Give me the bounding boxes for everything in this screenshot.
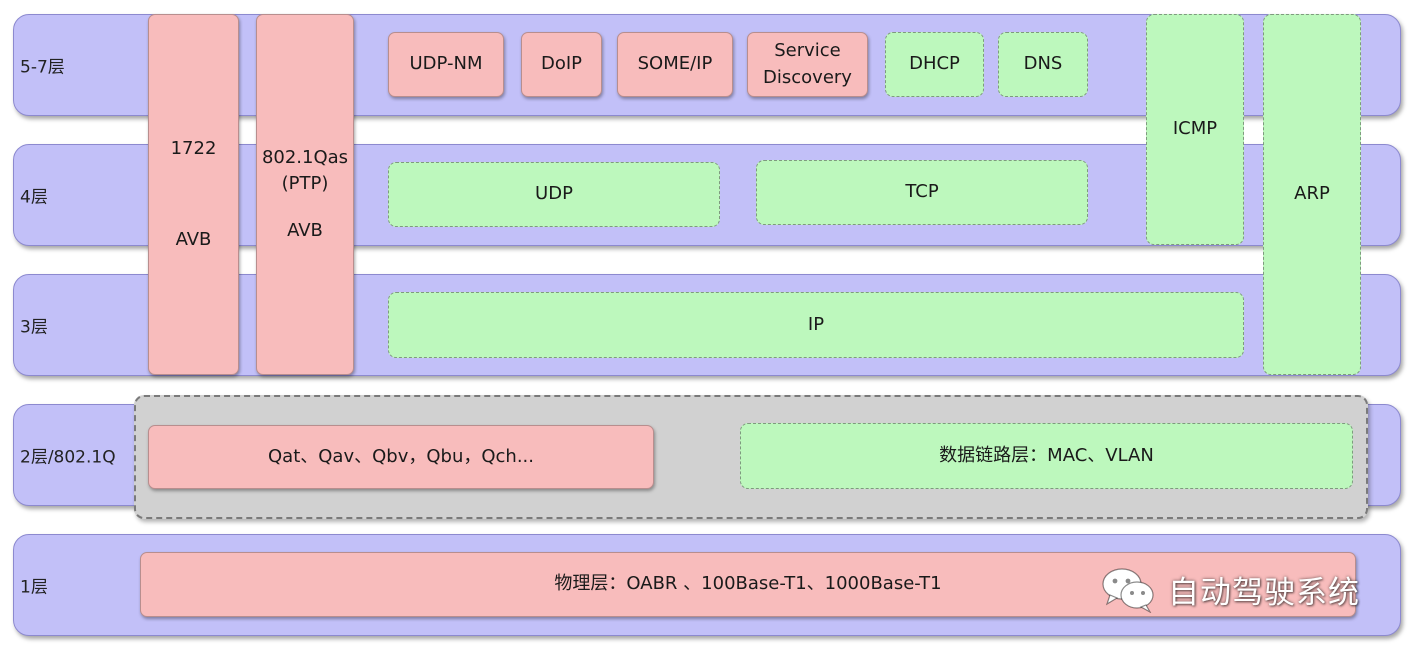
physical-block: 物理层：OABR 、100Base-T1、1000Base-T1 xyxy=(140,552,1356,617)
service-discovery-line1: Service xyxy=(774,40,841,62)
avb-1722-avb-label: AVB xyxy=(175,228,212,250)
someip-label: SOME/IP xyxy=(637,53,713,75)
watermark-text: 自动驾驶系统 xyxy=(1168,574,1360,611)
udp-nm-label: UDP-NM xyxy=(409,53,483,75)
ip-label: IP xyxy=(807,313,825,335)
dns-block: DNS xyxy=(998,32,1088,97)
icmp-label: ICMP xyxy=(1172,118,1218,140)
mac-vlan-block: 数据链路层：MAC、VLAN xyxy=(740,423,1353,489)
icmp-block: ICMP xyxy=(1146,14,1244,245)
layer-2-label: 2层/802.1Q xyxy=(20,447,116,468)
arp-label: ARP xyxy=(1294,183,1330,205)
ip-block: IP xyxy=(388,292,1244,358)
avb-8021qas-label: 802.1Qas xyxy=(261,147,349,169)
someip-block: SOME/IP xyxy=(617,32,733,97)
layer-3-label: 3层 xyxy=(20,317,48,338)
avb-1722-block: 1722 AVB xyxy=(148,14,239,375)
avb-8021qas-block: 802.1Qas (PTP) AVB xyxy=(256,14,354,375)
layer-4-label: 4层 xyxy=(20,187,48,208)
service-discovery-block: Service Discovery xyxy=(747,32,868,97)
layer-5-7-label: 5-7层 xyxy=(20,57,65,78)
doip-label: DoIP xyxy=(540,53,583,75)
doip-block: DoIP xyxy=(521,32,602,97)
watermark: 自动驾驶系统 xyxy=(1100,565,1360,613)
dns-label: DNS xyxy=(1023,53,1063,75)
avb-8021qas-avb-label: AVB xyxy=(287,219,323,241)
tsn-block: Qat、Qav、Qbv，Qbu，Qch... xyxy=(148,425,654,489)
avb-ptp-label: (PTP) xyxy=(281,173,329,195)
tcp-block: TCP xyxy=(756,160,1088,225)
physical-label: 物理层：OABR 、100Base-T1、1000Base-T1 xyxy=(554,573,942,595)
dhcp-block: DHCP xyxy=(885,32,984,97)
mac-vlan-label: 数据链路层：MAC、VLAN xyxy=(939,444,1154,466)
arp-block: ARP xyxy=(1263,14,1361,375)
udp-block: UDP xyxy=(388,162,720,227)
udp-nm-block: UDP-NM xyxy=(388,32,504,97)
tcp-label: TCP xyxy=(905,181,939,203)
wechat-icon xyxy=(1100,565,1158,613)
udp-label: UDP xyxy=(535,183,573,205)
service-discovery-line2: Discovery xyxy=(763,66,852,88)
dhcp-label: DHCP xyxy=(909,53,960,75)
tsn-label: Qat、Qav、Qbv，Qbu，Qch... xyxy=(268,445,534,467)
layer-1-label: 1层 xyxy=(20,577,48,598)
avb-1722-label: 1722 xyxy=(170,138,217,160)
